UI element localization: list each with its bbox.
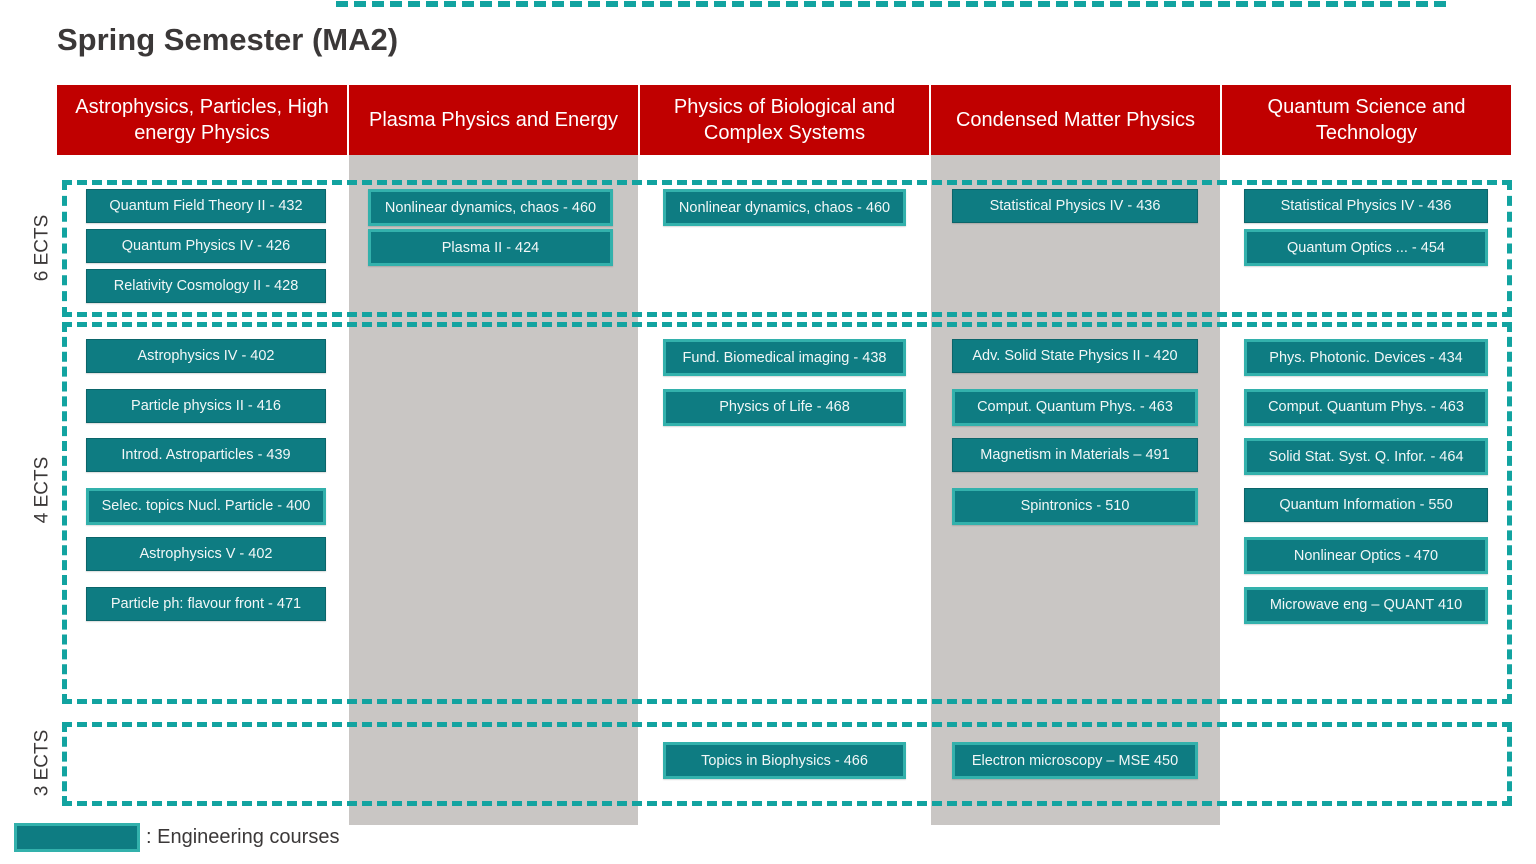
ects-band-3 — [62, 722, 1512, 806]
column-header-plasma: Plasma Physics and Energy — [349, 85, 638, 155]
course-box: Statistical Physics IV - 436 — [952, 189, 1198, 223]
course-box: Microwave eng – QUANT 410 — [1244, 586, 1488, 624]
course-box: Astrophysics V - 402 — [86, 537, 326, 571]
course-box: Phys. Photonic. Devices - 434 — [1244, 339, 1488, 376]
course-box: Nonlinear Optics - 470 — [1244, 537, 1488, 574]
course-box: Physics of Life - 468 — [663, 388, 906, 426]
course-box: Topics in Biophysics - 466 — [663, 742, 906, 779]
course-box: Quantum Information - 550 — [1244, 487, 1488, 522]
course-box: Plasma II - 424 — [368, 229, 613, 266]
column-header-quantum: Quantum Science and Technology — [1222, 85, 1511, 155]
course-box: Comput. Quantum Phys. - 463 — [1244, 388, 1488, 426]
course-box: Introd. Astroparticles - 439 — [86, 438, 326, 472]
course-box: Quantum Physics IV - 426 — [86, 229, 326, 263]
course-box: Fund. Biomedical imaging - 438 — [663, 339, 906, 376]
column-band-plasma — [349, 155, 638, 825]
course-box: Electron microscopy – MSE 450 — [952, 742, 1198, 779]
course-box: Nonlinear dynamics, chaos - 460 — [663, 189, 906, 226]
course-box: Particle physics II - 416 — [86, 388, 326, 423]
course-box: Spintronics - 510 — [952, 487, 1198, 525]
row-label-3-ects: 3 ECTS — [31, 729, 53, 797]
course-box: Comput. Quantum Phys. - 463 — [952, 388, 1198, 426]
course-box: Nonlinear dynamics, chaos - 460 — [368, 189, 613, 226]
course-box: Adv. Solid State Physics II - 420 — [952, 339, 1198, 373]
legend-label: : Engineering courses — [146, 825, 340, 848]
course-box: Relativity Cosmology II - 428 — [86, 269, 326, 303]
ects-band-4 — [62, 322, 1512, 704]
course-box: Quantum Optics ... - 454 — [1244, 229, 1488, 266]
legend: : Engineering courses — [14, 821, 339, 853]
ects-band-6 — [62, 180, 1512, 317]
row-label-4-ects: 4 ECTS — [31, 456, 53, 524]
course-box: Statistical Physics IV - 436 — [1244, 189, 1488, 223]
column-header-astrophysics: Astrophysics, Particles, High energy Phy… — [57, 85, 347, 155]
column-header-condensed-matter: Condensed Matter Physics — [931, 85, 1220, 155]
course-box: Particle ph: flavour front - 471 — [86, 586, 326, 621]
page-title: Spring Semester (MA2) — [57, 22, 399, 57]
course-box: Solid Stat. Syst. Q. Infor. - 464 — [1244, 438, 1488, 475]
course-box: Astrophysics IV - 402 — [86, 339, 326, 373]
row-label-6-ects: 6 ECTS — [31, 214, 53, 282]
column-header-biological: Physics of Biological and Complex System… — [640, 85, 929, 155]
course-box: Magnetism in Materials – 491 — [952, 438, 1198, 472]
course-box: Selec. topics Nucl. Particle - 400 — [86, 487, 326, 525]
engineering-course-swatch — [14, 822, 140, 852]
top-dashed-divider — [336, 1, 1446, 7]
course-box: Quantum Field Theory II - 432 — [86, 189, 326, 223]
